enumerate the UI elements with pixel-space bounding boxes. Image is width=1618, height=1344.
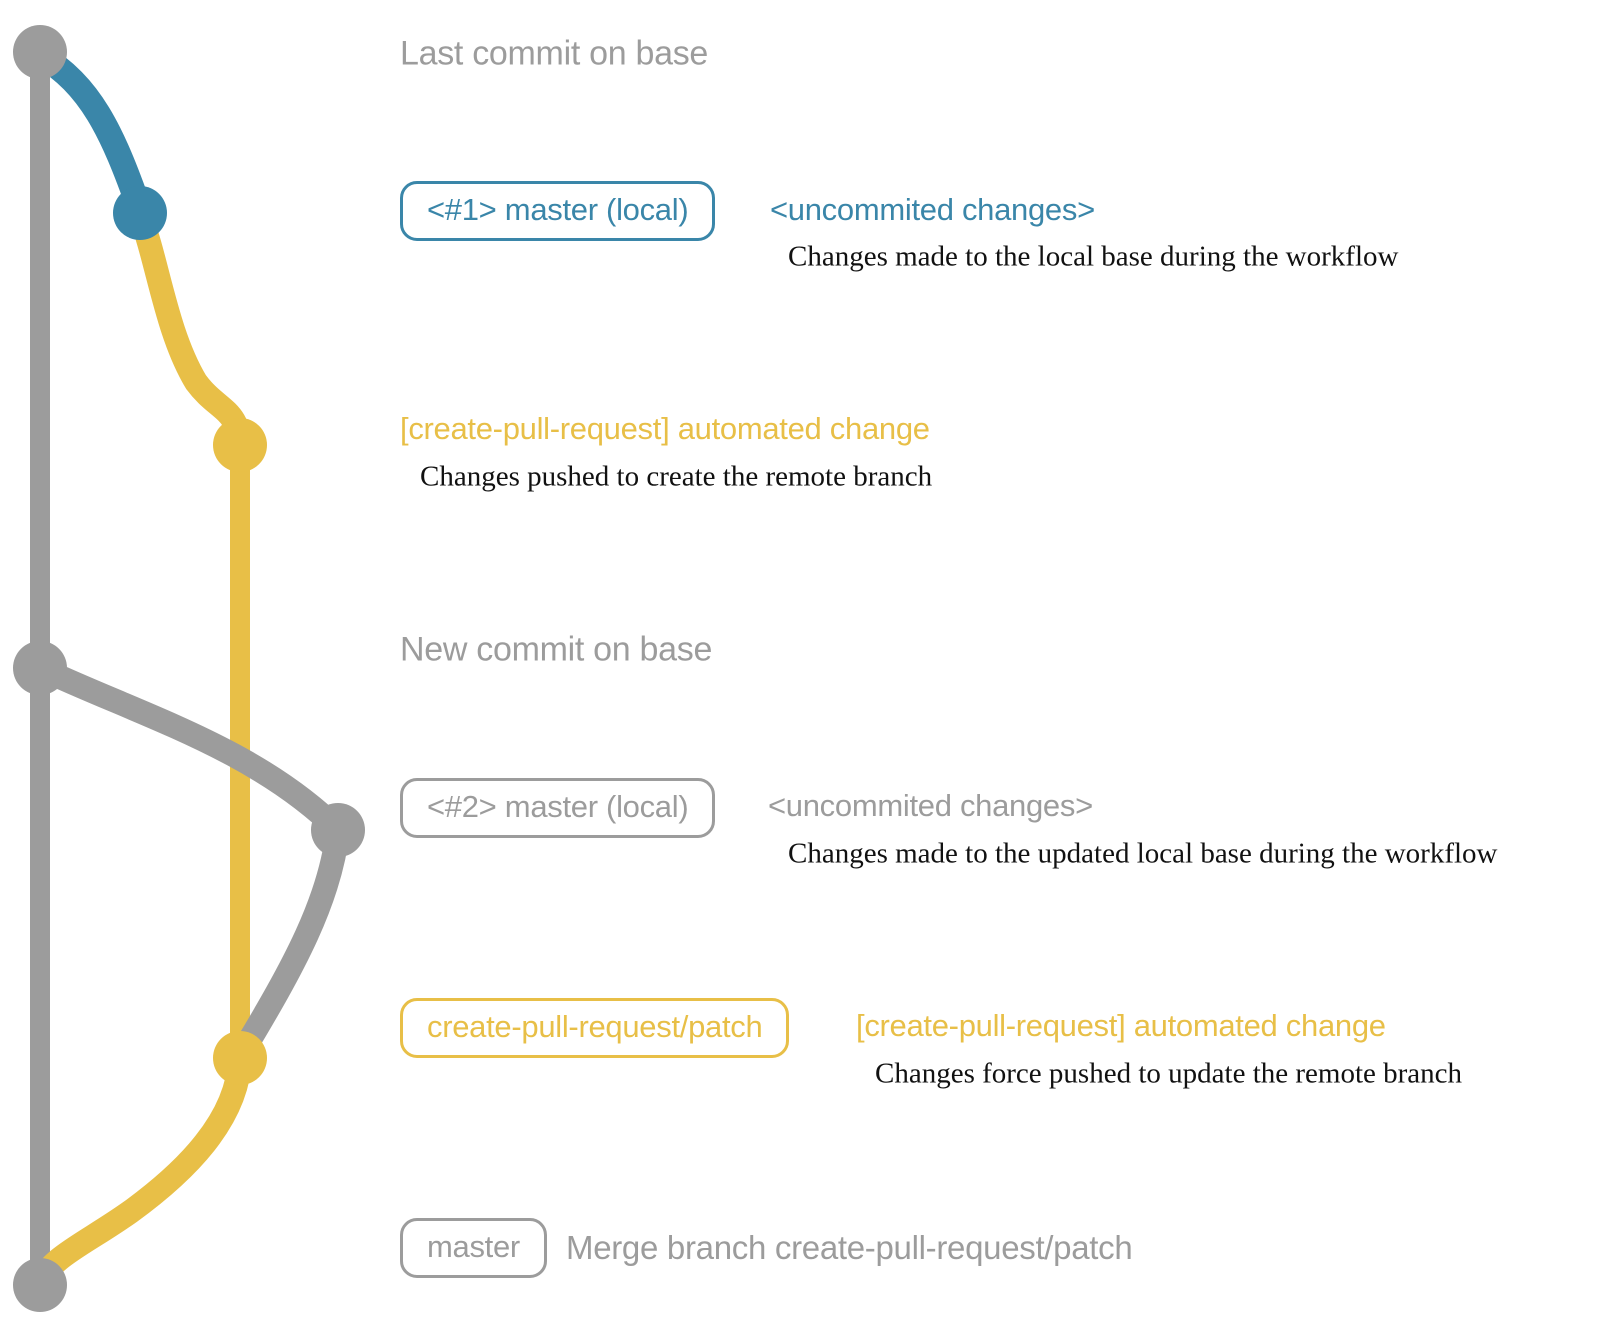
ref-label-master-local-1: <#1> master (local) bbox=[400, 181, 716, 241]
commit-dot-last-base bbox=[13, 25, 67, 79]
commit-dot-merge bbox=[13, 1258, 67, 1312]
force-push-line bbox=[228, 818, 350, 1068]
annotation-automated-change-1: [create-pull-request] automated change bbox=[400, 411, 930, 446]
patch-branch-line-upper bbox=[128, 203, 252, 462]
description-local-changes-2: Changes made to the updated local base d… bbox=[788, 837, 1498, 870]
annotation-last-commit-on-base: Last commit on base bbox=[400, 34, 709, 73]
commit-graph bbox=[13, 25, 365, 1312]
patch-merge-line bbox=[28, 1046, 252, 1297]
commit-dot-local-master-2 bbox=[311, 803, 365, 857]
annotation-automated-change-2: [create-pull-request] automated change bbox=[856, 1008, 1386, 1043]
local-master2-branch-line bbox=[28, 656, 350, 842]
annotation-uncommited-changes-2: <uncommited changes> bbox=[768, 788, 1093, 823]
local-master-branch-line bbox=[27, 42, 153, 223]
ref-label-master: master bbox=[400, 1218, 547, 1278]
commit-dot-new-base bbox=[13, 641, 67, 695]
ref-label-master-local-2: <#2> master (local) bbox=[400, 778, 716, 838]
annotation-merge-branch: Merge branch create-pull-request/patch bbox=[566, 1229, 1133, 1266]
annotation-uncommited-changes-1: <uncommited changes> bbox=[770, 192, 1095, 227]
description-push-create-remote: Changes pushed to create the remote bran… bbox=[420, 460, 933, 493]
description-local-changes-1: Changes made to the local base during th… bbox=[788, 240, 1399, 273]
description-force-push-update: Changes force pushed to update the remot… bbox=[875, 1057, 1463, 1090]
ref-label-patch-branch: create-pull-request/patch bbox=[400, 998, 790, 1058]
commit-dot-patch-1 bbox=[213, 418, 267, 472]
commit-dot-local-master-1 bbox=[113, 186, 167, 240]
commit-dot-patch-2 bbox=[213, 1031, 267, 1085]
annotation-new-commit-on-base: New commit on base bbox=[400, 630, 713, 669]
